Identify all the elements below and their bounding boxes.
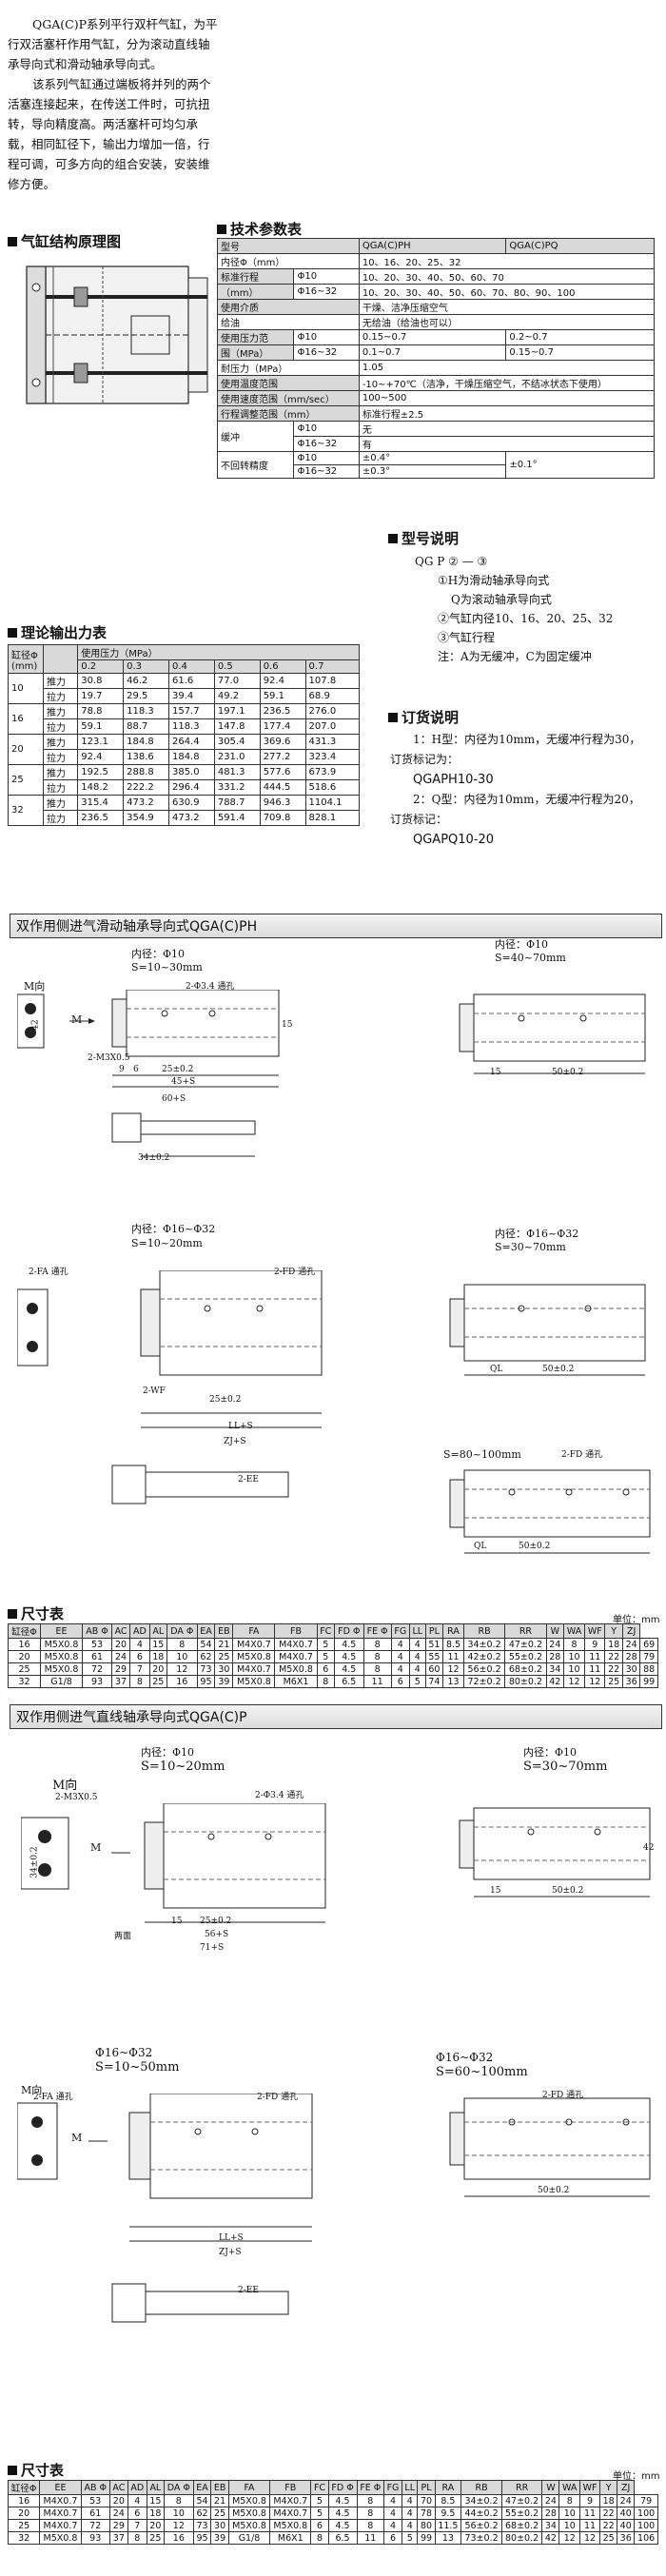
- section-bullet-icon: [8, 1608, 17, 1619]
- ph-d1-mdir: M向: [24, 980, 46, 993]
- ph-d2-bore: 内径：Φ10: [495, 938, 549, 951]
- p-banner: 双作用侧进气直线轴承导向式QGA(C)P: [10, 1704, 662, 1729]
- p-d1-stroke: S=10~20mm: [141, 1760, 225, 1774]
- p-drawing-2: [459, 1807, 651, 1898]
- table-row: 缸径Φ (mm) 使用压力（MPa）: [8, 644, 360, 674]
- ph-d4-bore: 内径：Φ16~Φ32: [495, 1228, 579, 1240]
- ph-d2-stroke: S=40~70mm: [495, 952, 566, 964]
- section-bullet-icon: [388, 712, 398, 722]
- ph-drawing-2: [459, 993, 646, 1074]
- ph-d1-stroke: S=10~30mm: [131, 961, 203, 973]
- order-explanation: 1：H型：内径为10mm，无缓冲行程为30，订货标记为： QGAPH10-30 …: [390, 730, 647, 850]
- p-d3-stroke: S=10~50mm: [95, 2060, 180, 2075]
- tech-title: 技术参数表: [217, 219, 302, 239]
- ph-d3-bore: 内径：Φ16~Φ32: [131, 1223, 216, 1235]
- p-d2-bore: 内径：Φ10: [523, 1746, 578, 1759]
- table-row: 内径Φ（mm）10、16、20、25、32: [217, 253, 656, 269]
- ph-drawing-4: [449, 1284, 646, 1376]
- dim2-unit: 单位：mm: [613, 2471, 660, 2482]
- dim1-title: 尺寸表: [8, 1603, 64, 1623]
- p-d4-bore: Φ16~Φ32: [436, 2051, 494, 2064]
- ph-d5-stroke: S=80~100mm: [443, 1448, 521, 1461]
- table-row: 使用速度范围（mm/sec）100~500: [217, 390, 656, 406]
- intro-paragraph-1: QGA(C)P系列平行双杆气缸，为平行双活塞杆作用气缸，分为滚动直线轴承导向式和…: [8, 17, 218, 71]
- ph-d1-bore: 内径：Φ10: [131, 948, 186, 960]
- order-code-1: QGAPH10-30: [413, 773, 494, 787]
- model-code: QG P ② — ③: [415, 555, 488, 568]
- structure-title: 气缸结构原理图: [8, 231, 121, 251]
- table-row: 给油无给油（给油也可以）: [217, 314, 656, 330]
- table-row: 行程调整范围（mm）标准行程±2.5: [217, 405, 656, 422]
- ph-drawing-3: [17, 1270, 323, 1504]
- section-bullet-icon: [8, 236, 17, 246]
- p-d1-bore: 内径：Φ10: [141, 1746, 195, 1759]
- p-drawing-1: [21, 1803, 326, 1923]
- model-title: 型号说明: [388, 528, 459, 548]
- section-bullet-icon: [388, 533, 398, 543]
- ph-d4-stroke: S=30~70mm: [495, 1241, 566, 1253]
- intro-paragraph-2: 该系列气缸通过端板将并列的两个活塞连接起来，在传送工件时，可抗扭转，导向精度高。…: [8, 77, 211, 191]
- p-d3-bore: Φ16~Φ32: [95, 2046, 153, 2059]
- order-code-2: QGAPQ10-20: [413, 833, 495, 847]
- table-row: 耐压力（MPa）1.05: [217, 360, 656, 376]
- dim1-unit: 单位：mm: [613, 1615, 660, 1625]
- section-bullet-icon: [8, 627, 17, 638]
- order-title: 订货说明: [388, 707, 459, 727]
- table-row: Φ16~32±0.3°: [218, 464, 655, 479]
- intro-text: QGA(C)P系列平行双杆气缸，为平行双活塞杆作用气缸，分为滚动直线轴承导向式和…: [8, 14, 219, 194]
- tech-table: 型号 QGA(C)PH QGA(C)PQ 内径Φ（mm）10、16、20、25、…: [216, 238, 656, 479]
- p-d1-mdir: M向: [52, 1779, 78, 1793]
- p-drawing-4: [449, 2097, 651, 2197]
- dim2-title: 尺寸表: [8, 2460, 64, 2480]
- table-row: 使用温度范围-10~+70℃（洁净，干燥压缩空气，不结冰状态下使用）: [217, 375, 656, 391]
- p-d2-stroke: S=30~70mm: [523, 1760, 608, 1774]
- table-row: 使用介质干燥、洁净压缩空气: [217, 299, 656, 315]
- ph-banner: 双作用侧进气滑动轴承导向式QGA(C)PH: [10, 914, 662, 938]
- section-bullet-icon: [8, 2465, 17, 2475]
- table-row: 型号 QGA(C)PH QGA(C)PQ: [217, 238, 655, 254]
- p-d4-stroke: S=60~100mm: [436, 2065, 528, 2079]
- p-d3-mdir: M向: [21, 2084, 43, 2096]
- structure-diagram: [26, 265, 208, 404]
- force-title: 理论输出力表: [8, 622, 107, 642]
- ph-d3-stroke: S=10~20mm: [131, 1237, 203, 1249]
- section-bullet-icon: [217, 224, 226, 234]
- model-explanation: QG P ② — ③ ①H为滑动轴承导向式 Q为滚动轴承导向式 ②气缸内径10、…: [415, 552, 653, 666]
- p-drawing-3: [17, 2094, 313, 2323]
- ph-drawing-5: [449, 1469, 651, 1554]
- ph-drawing-1: [17, 990, 280, 1157]
